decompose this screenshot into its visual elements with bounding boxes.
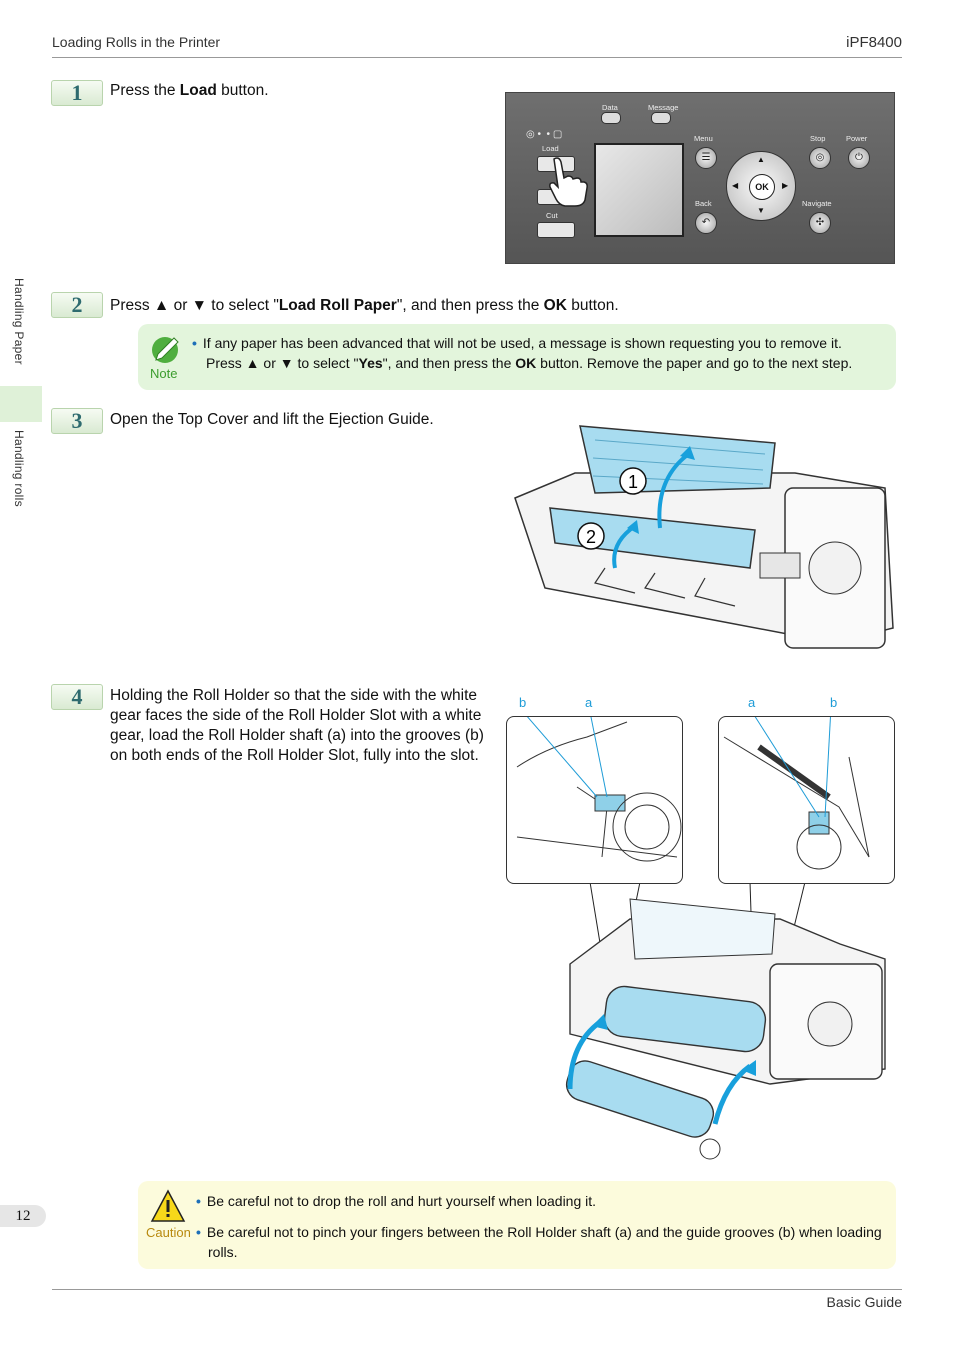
footer-guide-title: Basic Guide [826, 1294, 902, 1310]
caution-label: Caution [146, 1225, 191, 1240]
step-number-2: 2 [51, 292, 103, 318]
pointing-hand-icon [549, 157, 588, 207]
step-number-1: 1 [51, 80, 103, 106]
caution-item-1: •Be careful not to drop the roll and hur… [196, 1193, 597, 1209]
control-panel-illustration: Data Message ◎ • • ▢ Load Cut Menu ☰ Bac… [505, 92, 895, 264]
roll-icon: ◎ • • ▢ [526, 129, 563, 140]
note-box: Note •If any paper has been advanced tha… [138, 324, 896, 390]
label-b-left: b [519, 695, 527, 710]
label-a-right: a [748, 695, 756, 710]
note-line-2: Press ▲ or ▼ to select "Yes", and then p… [206, 355, 853, 371]
arrow-right-icon: ▶ [782, 181, 789, 190]
caution-icon [150, 1189, 186, 1222]
arrow-left-icon: ◀ [732, 181, 739, 190]
detail-left-frame [506, 706, 683, 884]
navigation-pad: ▲ ▼ ◀ ▶ OK [726, 151, 796, 221]
step-2-text: Press ▲ or ▼ to select "Load Roll Paper"… [110, 297, 619, 314]
header-rule [52, 57, 902, 58]
load-button-ref: Load [179, 82, 217, 99]
step-1-text: Press the Load button. [110, 82, 269, 99]
navigate-icon: ✣ [809, 212, 831, 234]
roll-holder-loading-illustration [565, 884, 886, 1160]
note-icon [152, 337, 179, 363]
printer-open-cover-illustration: 1 2 [514, 425, 894, 649]
step-4-text: Holding the Roll Holder so that the side… [110, 687, 484, 764]
page-number: 12 [0, 1205, 46, 1227]
note-label: Note [150, 366, 178, 381]
sidebar-label-handling-paper: Handling Paper [12, 278, 26, 365]
running-header-model: iPF8400 [846, 34, 902, 51]
menu-icon: ☰ [695, 147, 717, 169]
data-lamp [601, 112, 621, 124]
arrow-down-icon: ▼ [757, 206, 765, 215]
sidebar-label-handling-rolls: Handling rolls [12, 430, 26, 507]
step-number-3: 3 [51, 408, 103, 434]
label-a-left: a [585, 695, 593, 710]
note-line-1: •If any paper has been advanced that wil… [192, 335, 842, 351]
ok-key: OK [749, 174, 775, 200]
sidebar-active-marker [0, 386, 42, 422]
step-3-text: Open the Top Cover and lift the Ejection… [110, 411, 434, 428]
footer-rule [52, 1289, 902, 1290]
arrow-up-icon: ▲ [757, 155, 765, 164]
back-icon: ↶ [695, 212, 717, 234]
message-lamp [651, 112, 671, 124]
cut-key [537, 222, 575, 238]
detail-right-frame [718, 706, 895, 884]
power-icon: ⏻ [848, 147, 870, 169]
running-header-section: Loading Rolls in the Printer [52, 34, 221, 50]
callout-2: 2 [586, 527, 596, 547]
caution-box: Caution •Be careful not to drop the roll… [138, 1181, 896, 1269]
step-number-4: 4 [51, 684, 103, 710]
label-b-right: b [830, 695, 838, 710]
panel-display [594, 143, 684, 237]
callout-1: 1 [628, 472, 638, 492]
caution-item-2: •Be careful not to pinch your fingers be… [196, 1224, 882, 1260]
stop-icon: ◎ [809, 147, 831, 169]
